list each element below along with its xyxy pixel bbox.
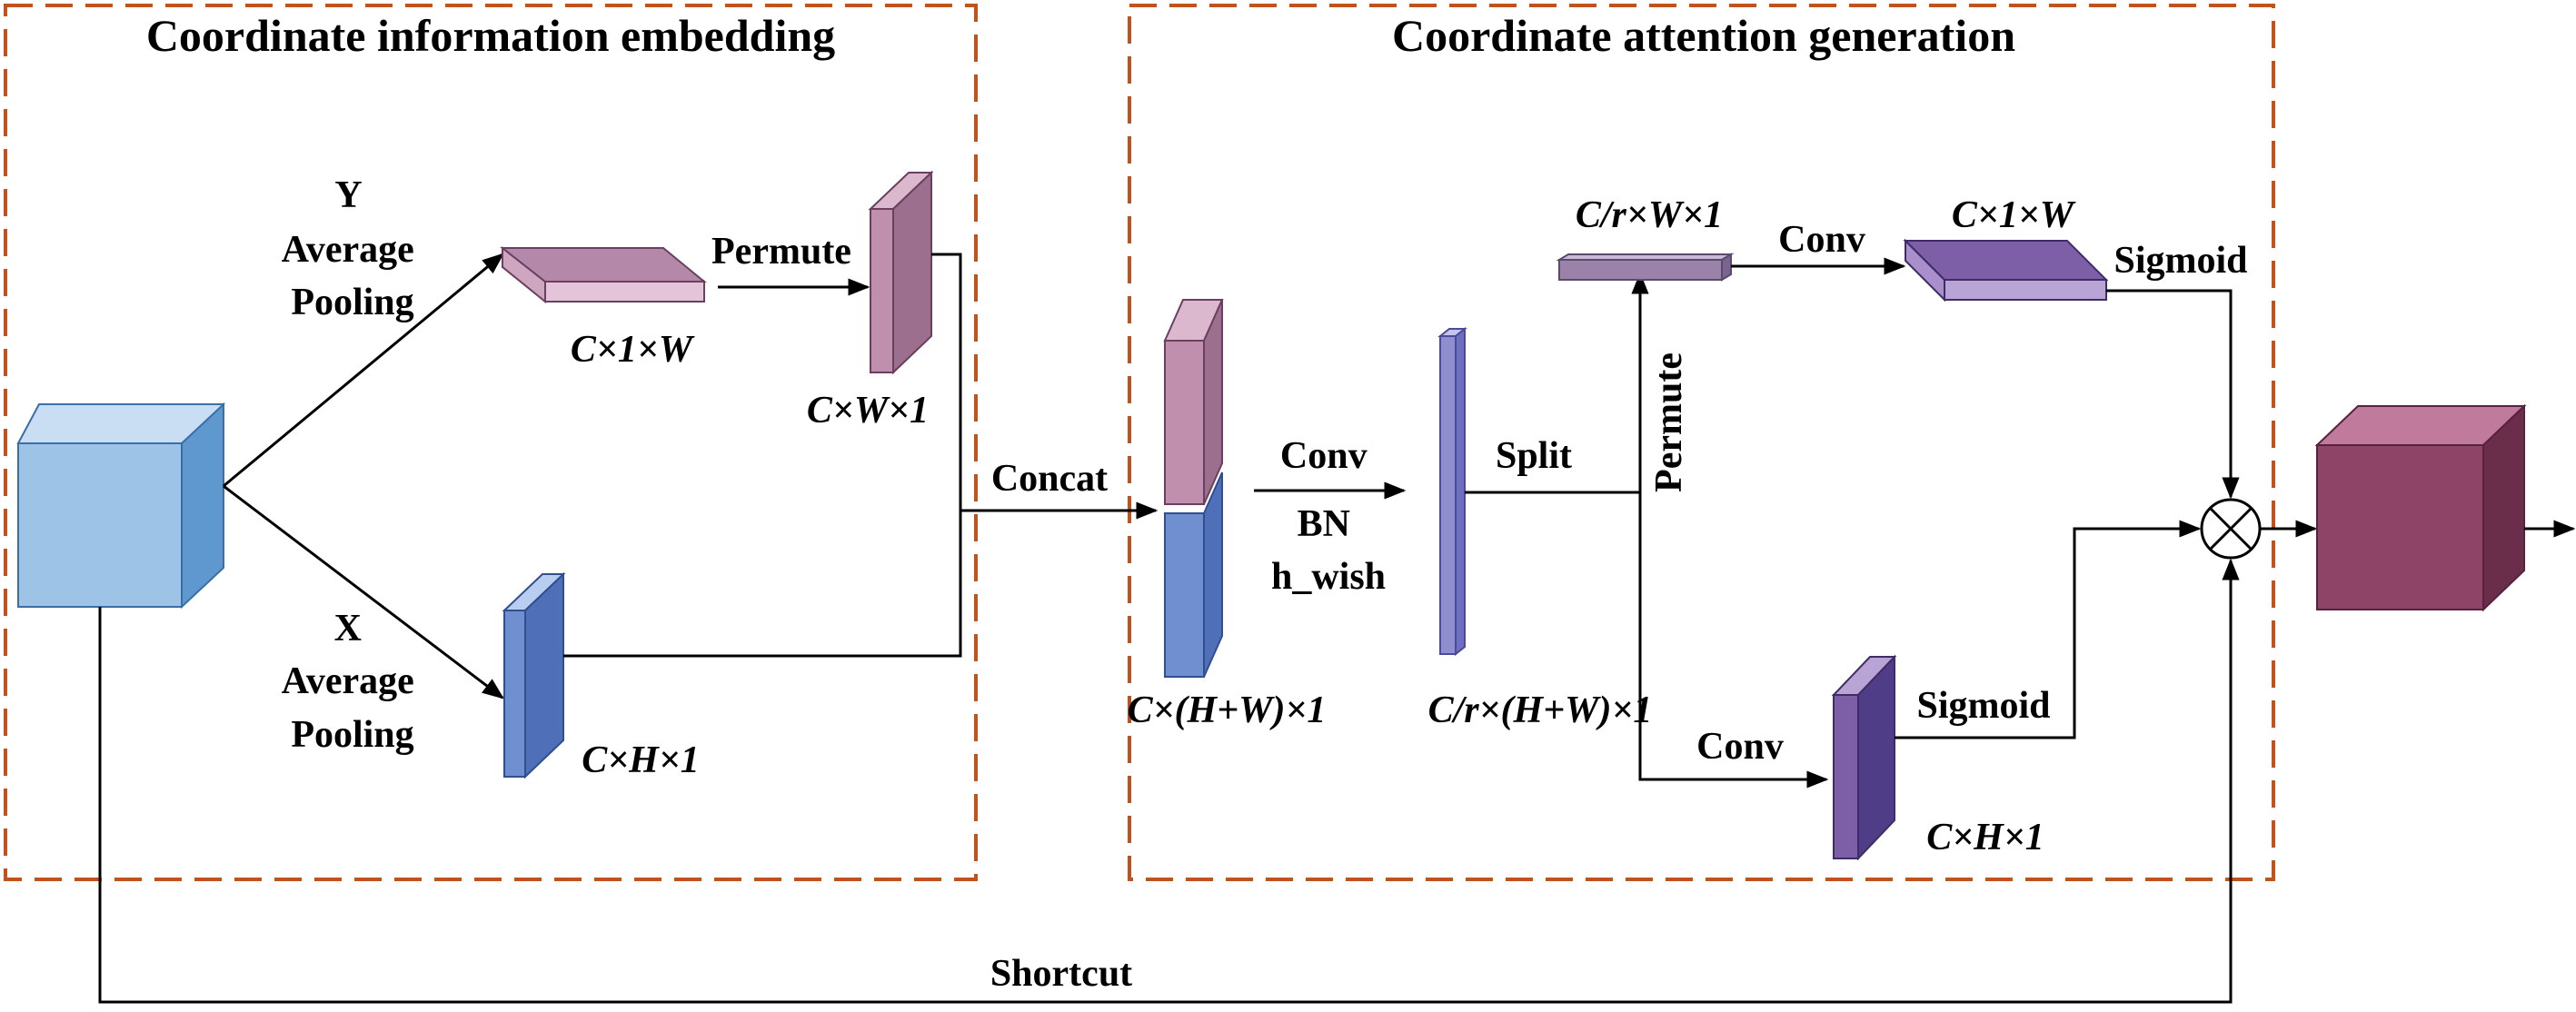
c-h-1-slab: [502, 571, 566, 779]
multiply-node: [2200, 498, 2262, 560]
cr-w-1-slab: [1556, 253, 1735, 282]
conv-bn-hwish-label: Conv BN h_wish: [1271, 435, 1386, 598]
permute-vertical-label: Permute: [1648, 352, 1690, 492]
c-h-1-label: C×H×1: [582, 739, 700, 781]
input-feature-cube: [16, 402, 225, 610]
c-hw-1-label: C×(H+W)×1: [1128, 690, 1327, 731]
attention-section-title: Coordinate attention generation: [1392, 10, 2015, 61]
concat-line-bottom: [563, 511, 962, 658]
split-down-arrow: [1638, 492, 1829, 789]
c-1-w-out-label: C×1×W: [1952, 194, 2076, 236]
embedding-section-frame: [4, 4, 978, 881]
c-1-w-out-slab: [1903, 238, 2109, 303]
concat-stack: [1163, 299, 1224, 678]
split-label: Split: [1496, 435, 1572, 477]
c-h-1-out-slab: [1831, 654, 1897, 861]
c-1-w-slab: [500, 245, 707, 304]
c-w-1-slab: [868, 170, 934, 375]
cr-w-1-label: C/r×W×1: [1576, 194, 1723, 236]
conv-top-label: Conv: [1778, 219, 1865, 261]
x-average-pooling-label: X Average Pooling: [282, 608, 424, 756]
c-w-1-label: C×W×1: [807, 390, 929, 432]
cr-hw-1-slab: [1437, 326, 1467, 657]
sigmoid-top-label: Sigmoid: [2114, 240, 2247, 282]
sigmoid-bottom-label: Sigmoid: [1916, 685, 2050, 727]
shortcut-arrow: [98, 558, 2240, 1004]
c-h-1-out-label: C×H×1: [1926, 817, 2044, 858]
sigmoid-top-arrow: [2106, 289, 2240, 500]
output-feature-cube: [2314, 403, 2527, 612]
cr-hw-1-label: C/r×(H+W)×1: [1428, 690, 1653, 731]
concat-line-top: [931, 253, 962, 511]
concat-label: Concat: [991, 458, 1108, 500]
sigmoid-bottom-arrow: [1895, 520, 2202, 739]
permute-label: Permute: [711, 231, 851, 273]
c-1-w-label: C×1×W: [571, 329, 695, 371]
y-pool-arrow: [223, 253, 504, 488]
attention-section-frame: [1128, 4, 2275, 881]
x-pool-arrow: [223, 484, 504, 699]
conv-bottom-label: Conv: [1696, 726, 1784, 768]
y-average-pooling-label: Y Average Pooling: [282, 174, 424, 323]
embedding-section-title: Coordinate information embedding: [146, 10, 835, 61]
shortcut-label: Shortcut: [990, 953, 1132, 995]
